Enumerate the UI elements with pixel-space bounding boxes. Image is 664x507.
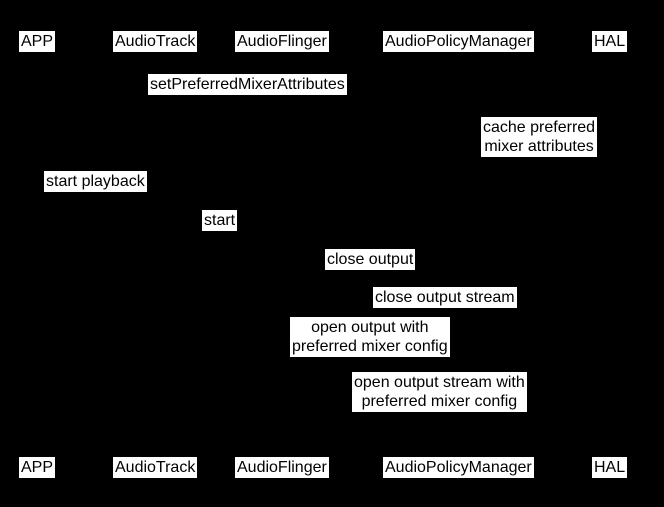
participant-audiotrack-bottom: AudioTrack — [113, 457, 198, 478]
message-start: start — [202, 210, 238, 231]
message-cache-preferred-mixer-attributes: cache preferred mixer attributes — [481, 117, 598, 157]
participant-app-bottom: APP — [19, 457, 56, 478]
participant-hal-top: HAL — [592, 31, 628, 52]
message-set-preferred-mixer-attributes: setPreferredMixerAttributes — [148, 74, 347, 95]
message-start-playback: start playback — [44, 171, 147, 192]
participant-audioflinger-bottom: AudioFlinger — [235, 457, 329, 478]
participant-audiotrack-top: AudioTrack — [113, 31, 198, 52]
message-close-output-stream: close output stream — [373, 287, 517, 308]
participant-audioflinger-top: AudioFlinger — [235, 31, 329, 52]
message-close-output: close output — [325, 249, 416, 270]
participant-app-top: APP — [19, 31, 56, 52]
participant-hal-bottom: HAL — [592, 457, 628, 478]
participant-audiopolicymanager-bottom: AudioPolicyManager — [383, 457, 534, 478]
participant-audiopolicymanager-top: AudioPolicyManager — [383, 31, 534, 52]
message-open-output-with-preferred-mixer-config: open output with preferred mixer config — [290, 317, 450, 357]
message-open-output-stream-with-preferred-mixer-config: open output stream with preferred mixer … — [352, 372, 527, 412]
